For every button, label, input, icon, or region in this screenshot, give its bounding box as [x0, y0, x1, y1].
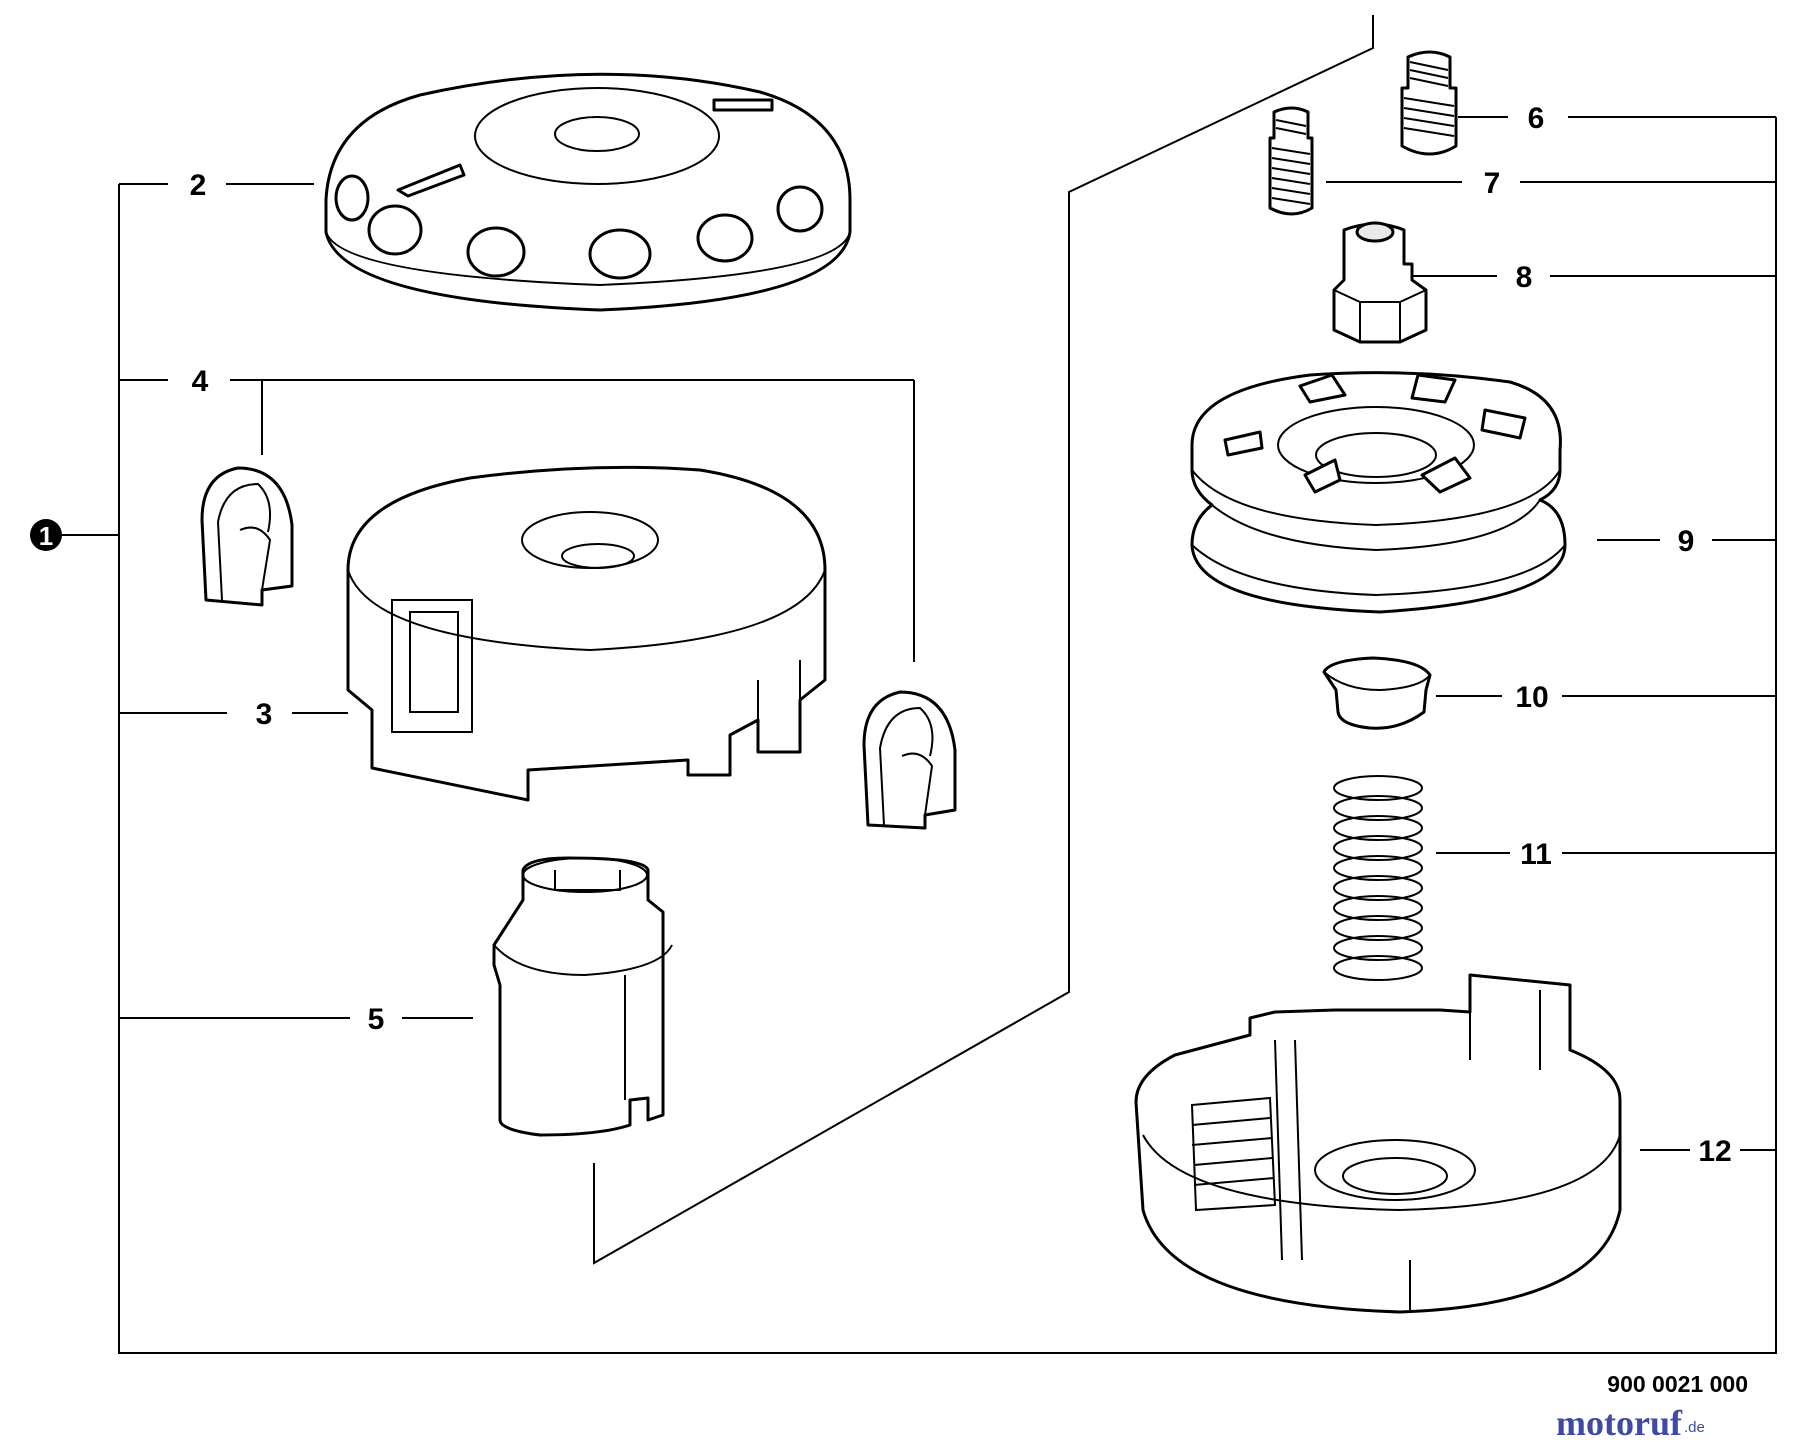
callout-labels: 1 2 3 4 5 6 7 8 9 10 11 12: [30, 102, 1732, 1168]
callout-6: 6: [1528, 102, 1545, 135]
callout-9: 9: [1678, 525, 1695, 558]
part-11-spring: [1333, 775, 1423, 981]
callout-5: 5: [368, 1003, 385, 1036]
callout-4: 4: [192, 365, 209, 398]
callout-12: 12: [1698, 1135, 1731, 1168]
part-10-cap: [1322, 656, 1432, 730]
part-4-eyelet-left: [200, 466, 294, 607]
watermark: motoruf .de: [1556, 1403, 1705, 1443]
part-7-stud: [1268, 106, 1314, 216]
callout-3: 3: [256, 698, 273, 731]
callout-10: 10: [1515, 681, 1548, 714]
part-8-hex-nut: [1332, 221, 1428, 344]
callout-7: 7: [1484, 167, 1501, 200]
assembly-callout-label: 1: [39, 521, 53, 551]
watermark-tld: .de: [1684, 1419, 1705, 1436]
part-4-eyelet-right: [862, 690, 957, 830]
leader-lines: [60, 15, 1777, 1354]
part-12-base-housing: [1134, 973, 1622, 1314]
part-2-cover-cap: [324, 72, 852, 312]
assembly-callout-circle: [30, 519, 62, 551]
callout-8: 8: [1516, 261, 1533, 294]
callout-2: 2: [190, 169, 207, 202]
part-9-spool: [1190, 371, 1567, 614]
part-6-bolt: [1400, 50, 1458, 156]
callout-11: 11: [1520, 838, 1552, 871]
reference-number: 900 0021 000: [1607, 1371, 1748, 1397]
watermark-text: motoruf: [1556, 1403, 1683, 1443]
part-3-housing: [346, 465, 827, 802]
part-5-adapter: [492, 856, 673, 1137]
